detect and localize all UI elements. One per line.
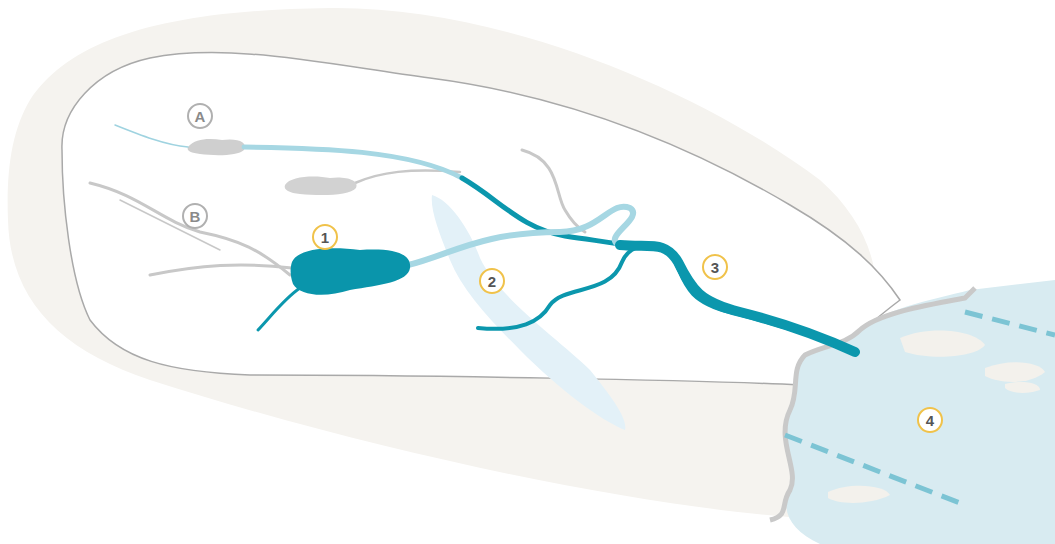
callout-letter: A	[187, 103, 213, 129]
pale-region	[432, 195, 626, 430]
callout-number: 2	[479, 268, 505, 294]
callout-number: 3	[702, 254, 728, 280]
callout-letter: B	[182, 203, 208, 229]
callout-number: 1	[312, 224, 338, 250]
callout-text: 1	[321, 230, 329, 245]
callout-text: 2	[488, 274, 496, 289]
lake-one	[291, 248, 411, 295]
lake-islands	[828, 331, 1045, 503]
lake	[785, 280, 1055, 544]
callout-text: B	[190, 209, 201, 224]
watershed-outline	[62, 53, 900, 385]
callout-text: 4	[926, 413, 934, 428]
grey-lake	[188, 139, 245, 155]
callout-text: 3	[711, 260, 719, 275]
callout-number: 4	[917, 407, 943, 433]
rivers	[115, 125, 855, 352]
callout-text: A	[195, 109, 206, 124]
grey-lake	[285, 176, 357, 195]
lake-shore	[770, 288, 975, 520]
